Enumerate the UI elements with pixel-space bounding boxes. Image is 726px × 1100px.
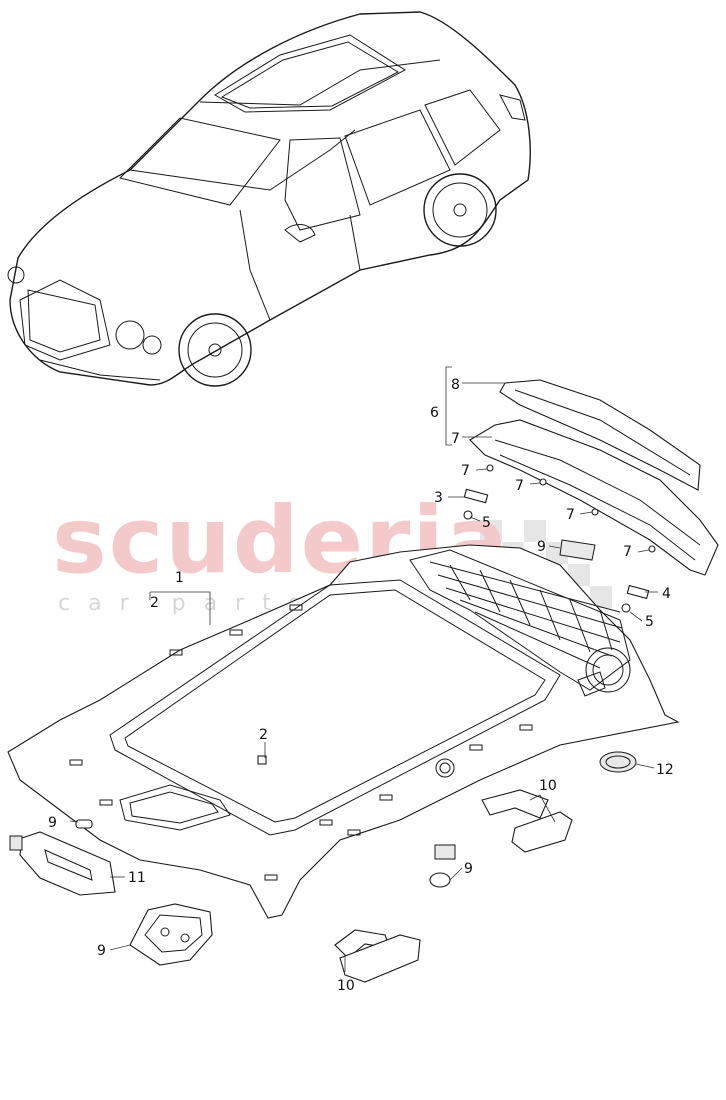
car-illustration (7, 11, 531, 387)
callout-4: 4 (662, 586, 671, 602)
callout-5-left: 5 (482, 515, 491, 531)
callout-6: 6 (430, 405, 439, 421)
callout-2-lower: 2 (259, 727, 268, 743)
sun-visor (9, 819, 116, 896)
roof-insulation (429, 561, 623, 669)
callout-7-d: 7 (623, 544, 632, 560)
grab-handle-upper (481, 789, 573, 853)
callout-10-lower: 10 (337, 978, 355, 994)
callout-7-c: 7 (566, 507, 575, 523)
interior-lamp-rear (559, 539, 596, 561)
headliner-clips (69, 604, 533, 881)
callout-10-upper: 10 (539, 778, 557, 794)
callout-1: 1 (175, 570, 184, 586)
callout-7-a: 7 (461, 463, 470, 479)
rear-roof-frame (469, 379, 719, 576)
front-reading-lamp (129, 903, 213, 966)
grab-handle-lower (334, 929, 421, 983)
callout-2-upper: 2 (150, 595, 159, 611)
callout-9-switch: 9 (464, 861, 473, 877)
callout-11: 11 (128, 870, 146, 886)
fasteners (257, 464, 656, 765)
callout-7-bracket: 7 (451, 431, 460, 447)
callout-8: 8 (451, 377, 460, 393)
callout-9-rear: 9 (537, 539, 546, 555)
callout-3: 3 (434, 490, 443, 506)
speaker-12 (599, 751, 637, 773)
callout-9-visor: 9 (48, 815, 57, 831)
switch-middle (429, 844, 456, 888)
callout-5-right: 5 (645, 614, 654, 630)
callout-labels: 1 2 2 3 4 5 5 6 7 7 7 7 7 8 9 9 9 9 10 1… (48, 377, 674, 994)
callout-9-lamp: 9 (97, 943, 106, 959)
leader-lines (69, 366, 658, 972)
watermark-subtitle: car parts (58, 591, 318, 616)
headliner (7, 544, 680, 919)
callout-7-b: 7 (515, 478, 524, 494)
callout-12: 12 (656, 762, 674, 778)
